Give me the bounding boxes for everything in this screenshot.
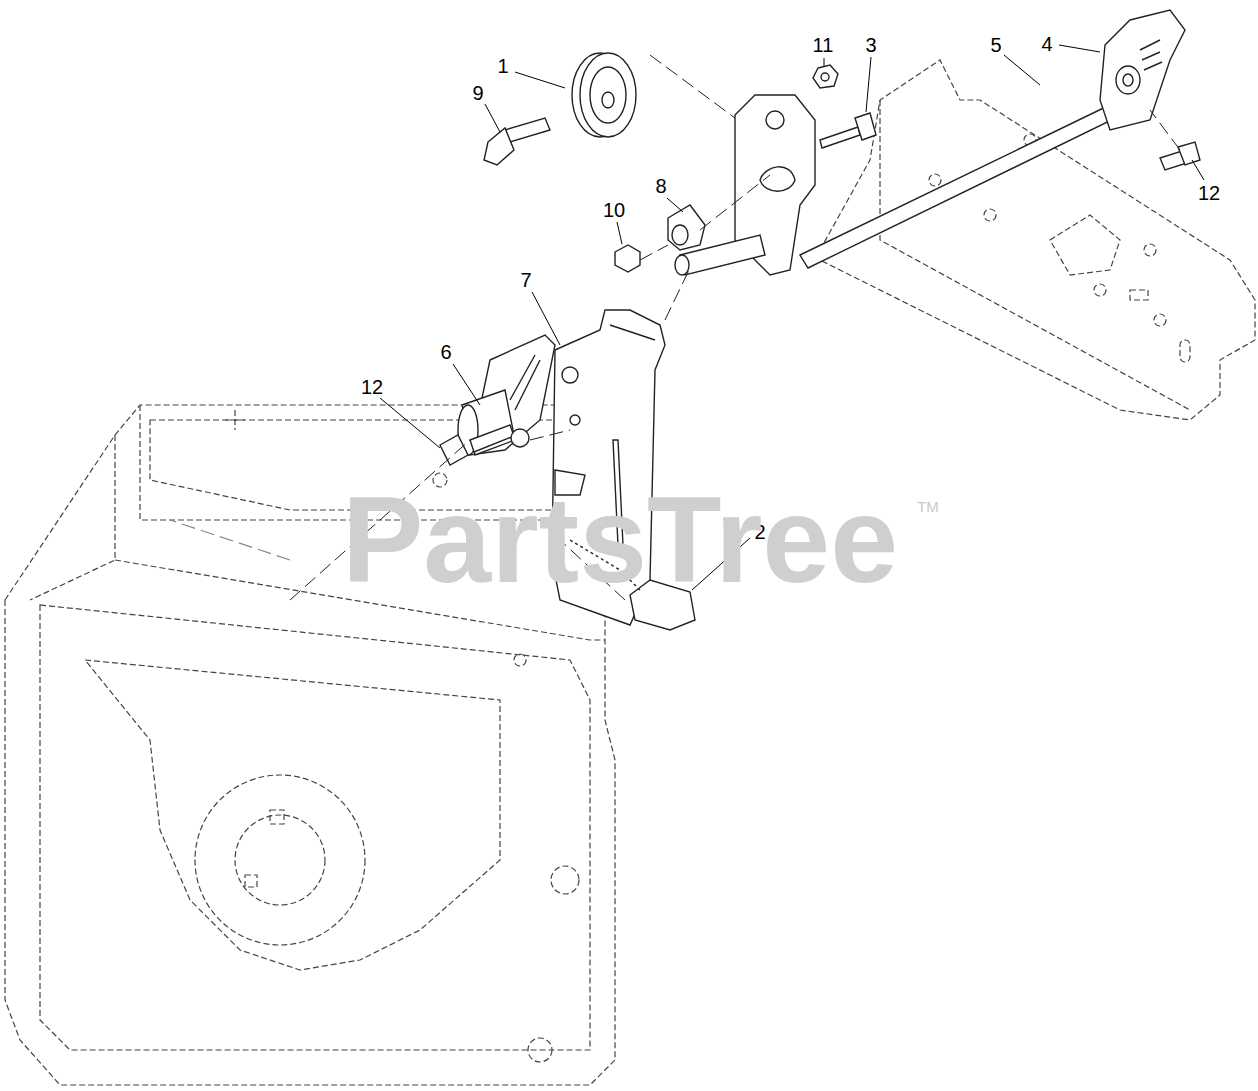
callout-number: 7 bbox=[518, 269, 533, 291]
watermark: PartsTree bbox=[342, 479, 898, 601]
callout-number: 6 bbox=[438, 341, 453, 363]
callout-number: 9 bbox=[470, 82, 485, 104]
trademark-mark: TM bbox=[917, 499, 939, 514]
callout-number: 10 bbox=[601, 199, 627, 221]
callout-number: 5 bbox=[988, 34, 1003, 56]
frame-plate bbox=[820, 60, 1255, 420]
callout-number: 12 bbox=[1196, 182, 1222, 204]
assembly-lines bbox=[290, 55, 1180, 600]
callout-number: 12 bbox=[359, 376, 385, 398]
callout-number: 1 bbox=[495, 55, 510, 77]
callout-number: 11 bbox=[811, 34, 836, 56]
callout-number: 4 bbox=[1039, 33, 1054, 55]
callout-number: 3 bbox=[863, 34, 878, 56]
callout-number: 8 bbox=[653, 175, 668, 197]
